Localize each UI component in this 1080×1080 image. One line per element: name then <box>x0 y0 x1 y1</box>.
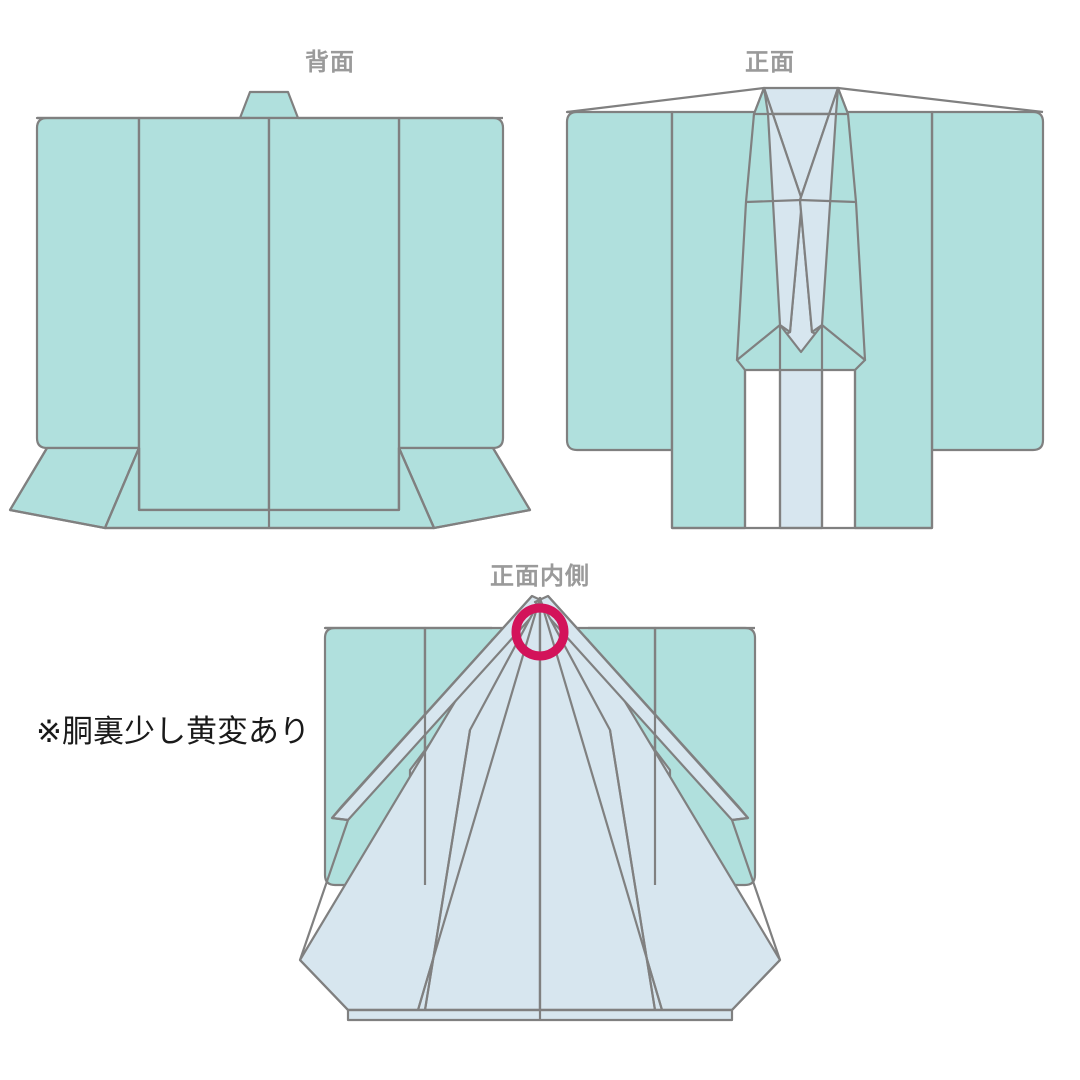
back-left-sleeve <box>35 116 141 450</box>
back-seam-lines <box>9 116 531 530</box>
front-right-collar-band-inner <box>798 86 840 334</box>
back-right-sleeve <box>397 116 505 450</box>
view-label-back: 背面 <box>305 48 355 76</box>
front-left-collar-band-inner <box>762 86 804 334</box>
front-collar-v-point <box>735 323 867 372</box>
inside-seam-lines <box>298 595 782 1020</box>
view-label-front: 正面 <box>745 48 795 76</box>
back-collar-shape <box>238 90 300 120</box>
kimono-back-view-illustration <box>8 90 532 530</box>
defect-marker-circle <box>511 603 569 661</box>
back-body-right-panel <box>267 116 401 512</box>
front-right-sleeve <box>930 110 1045 452</box>
front-seam-lines <box>566 86 1044 530</box>
condition-note-text: ※胴裏少し黄変あり <box>36 714 310 750</box>
kimono-front-view-illustration <box>565 86 1045 530</box>
view-label-front-inside: 正面内側 <box>490 562 590 590</box>
back-body-left-panel <box>137 116 271 512</box>
front-left-sleeve <box>565 110 674 452</box>
kimono-front-inside-view-illustration <box>298 594 782 1022</box>
